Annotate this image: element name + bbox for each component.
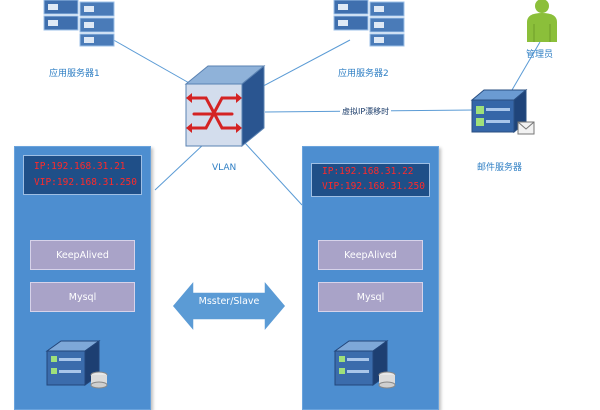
link-admin-mail — [511, 41, 541, 91]
app-server-2-icon — [333, 0, 405, 47]
app-server-2-label: 应用服务器2 — [338, 69, 389, 79]
app-server-1-label: 应用服务器1 — [49, 69, 100, 79]
db-node-1-ip: IP:192.168.31.21 — [34, 161, 126, 172]
db-node-2-vip: VIP:192.168.31.250 — [322, 181, 425, 192]
db-node-1-keepalived: KeepAlived — [30, 240, 135, 270]
db-node-2-server-icon — [333, 340, 396, 389]
db-node-2-mysql: Mysql — [318, 282, 423, 312]
db-node-1-vip: VIP:192.168.31.250 — [34, 177, 137, 188]
mail-server-label: 邮件服务器 — [477, 163, 523, 173]
replication-label: Msster/Slave — [198, 296, 260, 307]
link-router-node1 — [154, 142, 206, 191]
db-node-1-server-icon — [45, 340, 108, 389]
router-icon — [184, 64, 266, 148]
link-app2-router — [251, 39, 351, 93]
vlan-label: VLAN — [212, 163, 237, 173]
admin-label: 管理员 — [526, 50, 554, 60]
vip-drift-label: 虚拟IP漂移时 — [340, 106, 392, 117]
db-node-1-mysql: Mysql — [30, 282, 135, 312]
diagram-canvas: 应用服务器1 应用服务器2 管理员 — [14, 0, 557, 410]
db-node-1-panel: IP:192.168.31.21 VIP:192.168.31.250 Keep… — [14, 146, 151, 410]
db-node-2-panel: IP:192.168.31.22 VIP:192.168.31.250 Keep… — [302, 146, 439, 410]
link-app1-router — [109, 37, 199, 89]
db-node-2-ip-box: IP:192.168.31.22 VIP:192.168.31.250 — [311, 163, 430, 197]
replication-arrow-icon — [171, 278, 287, 334]
db-node-2-keepalived: KeepAlived — [318, 240, 423, 270]
db-node-1-ip-box: IP:192.168.31.21 VIP:192.168.31.250 — [23, 155, 142, 195]
mail-server-icon — [470, 88, 535, 135]
db-node-2-ip: IP:192.168.31.22 — [322, 166, 414, 177]
admin-person-icon — [527, 0, 557, 42]
link-router-node2 — [244, 142, 303, 206]
app-server-1-icon — [43, 0, 115, 47]
